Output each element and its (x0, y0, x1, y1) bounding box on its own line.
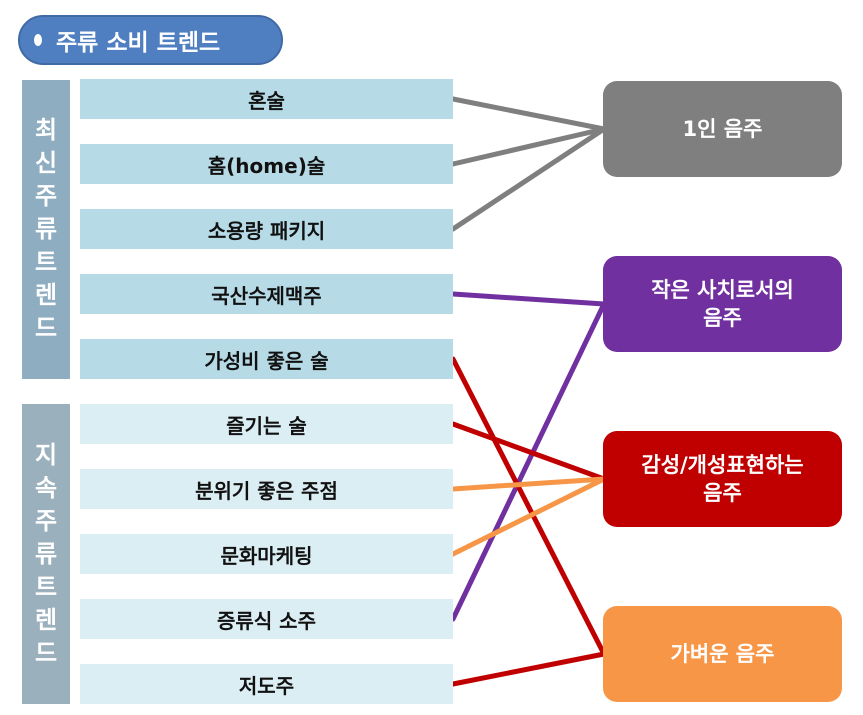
link-gaseongbi-gabyeoun (450, 356, 607, 657)
section-title: 주류 소비 트렌드 (18, 15, 283, 65)
group-label-latest: 최 신 주 류 트 렌 드 (22, 80, 70, 379)
trend-item-value-drink: 가성비 좋은 술 (80, 339, 453, 379)
trend-item-craft-beer: 국산수제맥주 (80, 274, 453, 314)
result-box-small-luxury: 작은 사치로서의 음주 (603, 256, 842, 352)
trend-item-small-package: 소용량 패키지 (80, 209, 453, 249)
link-bunwigi-gamseong (450, 476, 607, 492)
group-label-ongoing: 지 속 주 류 트 렌 드 (22, 404, 70, 704)
trend-item-homsul: 홈(home)술 (80, 144, 453, 184)
result-box-emotional: 감성/개성표현하는 음주 (603, 431, 842, 527)
result-box-solo: 1인 음주 (603, 81, 842, 177)
trend-item-atmosphere-pub: 분위기 좋은 주점 (80, 469, 453, 509)
trend-item-low-alcohol: 저도주 (80, 664, 453, 704)
link-homsul-1in (450, 126, 607, 167)
trend-item-distilled-soju: 증류식 소주 (80, 599, 453, 639)
link-honsul-1in (450, 96, 607, 132)
section-title-text: 주류 소비 트렌드 (56, 30, 221, 56)
link-munhwa-gamseong (450, 476, 607, 557)
trend-item-enjoy-drink: 즐기는 술 (80, 404, 453, 444)
link-jeungnyu-sachi (450, 301, 607, 622)
link-jeodoju-gabyeoun (450, 651, 607, 687)
trend-item-culture-marketing: 문화마케팅 (80, 534, 453, 574)
bullet-icon (34, 34, 42, 46)
trend-item-honsul: 혼술 (80, 79, 453, 119)
link-jeulgineun-gamseong (450, 421, 607, 482)
result-box-light: 가벼운 음주 (603, 606, 842, 702)
link-soyongryang-1in (450, 126, 607, 232)
link-guksan-sachi (450, 291, 607, 307)
